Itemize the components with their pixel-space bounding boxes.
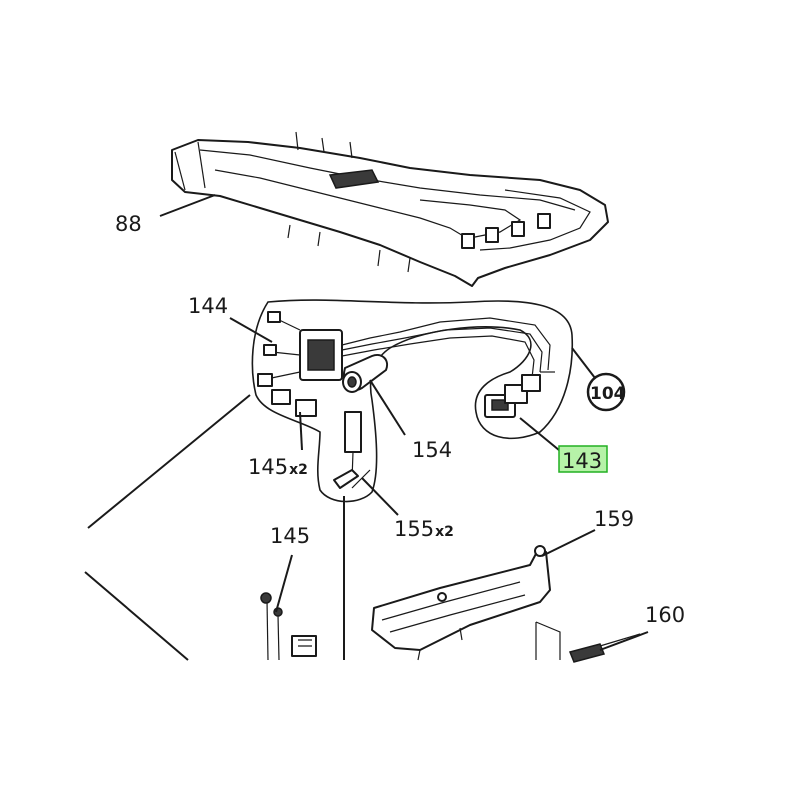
leader-159	[541, 529, 596, 557]
label-145x2: 145x2	[248, 455, 308, 479]
leader-155x2	[361, 477, 399, 516]
label-155x2-suffix: x2	[435, 524, 454, 540]
part-143-connector	[484, 371, 555, 418]
label-155x2: 155x2	[394, 517, 454, 541]
explosion-guide-left	[87, 394, 251, 529]
label-159: 159	[594, 507, 634, 531]
part-104-wiring-group	[251, 299, 574, 503]
part-88-housing	[171, 131, 609, 287]
part-159-bracket	[371, 545, 551, 661]
label-154: 154	[412, 438, 452, 462]
leader-143	[519, 417, 566, 456]
label-143: 143	[562, 449, 602, 473]
part-155-terminal	[333, 469, 359, 489]
leader-88	[159, 194, 216, 217]
leader-104	[571, 347, 596, 379]
label-145x2-number: 145	[248, 455, 288, 479]
label-144: 144	[188, 294, 228, 318]
part-160-rod	[535, 621, 641, 663]
label-145x2-suffix: x2	[289, 462, 308, 478]
label-145: 145	[270, 524, 310, 548]
label-155x2-number: 155	[394, 517, 434, 541]
leader-160	[599, 631, 649, 651]
label-88: 88	[115, 212, 142, 236]
leader-145x2	[299, 411, 303, 451]
part-145-screws	[260, 592, 317, 661]
label-160: 160	[645, 603, 685, 627]
label-104: 104	[590, 384, 626, 404]
leader-144	[229, 317, 273, 343]
leader-154	[369, 379, 406, 436]
part-154-capacitor	[342, 354, 388, 489]
callout-104-circle	[586, 372, 626, 412]
explosion-guide-left-lower	[84, 571, 189, 661]
leader-145	[275, 554, 293, 613]
highlight-143	[558, 445, 608, 473]
